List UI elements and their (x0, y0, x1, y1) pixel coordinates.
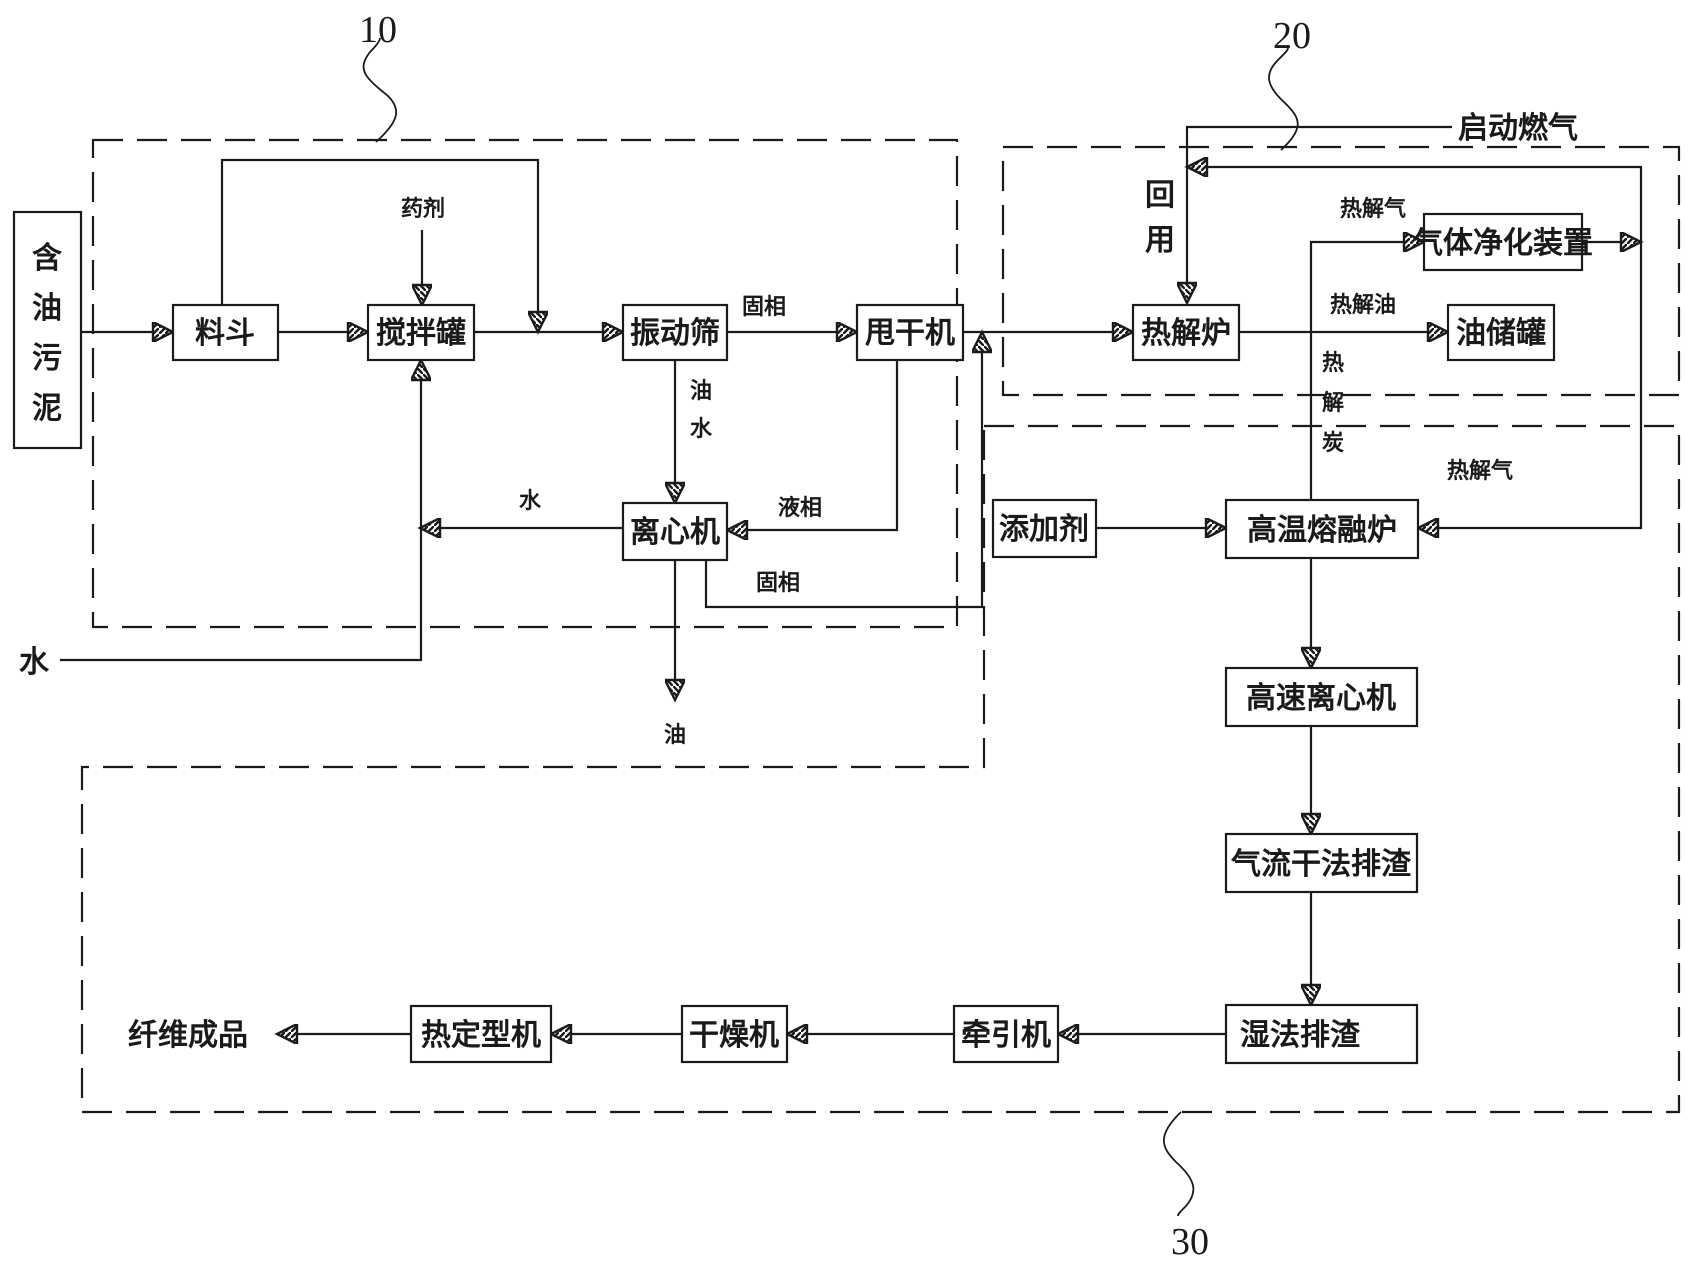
sludge-char-1: 含 (32, 241, 63, 276)
sludge-input-box: 含 油 污 泥 (12, 210, 83, 450)
label-chemicals: 药剂 (401, 196, 445, 222)
svg-text:湿法排渣: 湿法排渣 (1240, 1018, 1361, 1053)
oil-storage-box: 油储罐 (1446, 303, 1556, 362)
flow-pyrogas-to-purifier (1309, 242, 1424, 518)
svg-text:油储罐: 油储罐 (1456, 316, 1546, 351)
zone-20-boundary (1001, 145, 1681, 397)
flow-hopper-bypass (220, 158, 538, 332)
label-pyro-char-3: 炭 (1322, 430, 1344, 456)
flow-centrifuge-solid (704, 332, 982, 609)
label-pyro-char-2: 解 (1322, 390, 1344, 416)
tractor-box: 牵引机 (952, 1004, 1060, 1064)
zone-10-boundary (91, 138, 959, 629)
zone-30-boundary (80, 424, 1681, 1114)
label-liquid: 液相 (778, 495, 822, 521)
label-oil-water-2: 水 (690, 417, 713, 442)
wet-slag-box: 湿法排渣 (1224, 1003, 1419, 1065)
label-pyro-oil: 热解油 (1330, 292, 1396, 318)
svg-text:高温熔融炉: 高温熔融炉 (1247, 513, 1397, 548)
svg-text:料斗: 料斗 (195, 316, 255, 351)
ref-numeral-10: 10 (359, 9, 397, 51)
sludge-char-3: 污 (32, 341, 62, 376)
svg-text:高速离心机: 高速离心机 (1246, 681, 1396, 716)
label-reuse-1: 回 (1145, 178, 1175, 213)
label-oil-water-1: 油 (690, 379, 712, 404)
ref-30-leader (1163, 1111, 1195, 1217)
svg-text:热解炉: 热解炉 (1141, 316, 1231, 351)
svg-text:离心机: 离心机 (630, 515, 720, 550)
heat-setting-box: 热定型机 (409, 1004, 553, 1064)
svg-text:搅拌罐: 搅拌罐 (376, 316, 466, 351)
additive-box: 添加剂 (991, 498, 1098, 559)
svg-text:热定型机: 热定型机 (421, 1018, 541, 1053)
flow-pyrogas-to-melting (1418, 242, 1643, 528)
ref-20-leader (1268, 47, 1299, 151)
svg-text:振动筛: 振动筛 (630, 316, 720, 351)
centrifuge-box: 离心机 (621, 501, 729, 562)
label-pyro-char-1: 热 (1322, 350, 1344, 376)
svg-text:甩干机: 甩干机 (865, 316, 955, 351)
flow-water-to-mixer (60, 360, 421, 662)
ref-numeral-20: 20 (1273, 15, 1311, 57)
pyrolysis-furnace-box: 热解炉 (1131, 303, 1241, 362)
label-product: 纤维成品 (128, 1018, 248, 1053)
sludge-char-4: 泥 (32, 391, 62, 426)
label-pyro-gas-1: 热解气 (1340, 196, 1406, 222)
label-pyro-gas-2: 热解气 (1447, 458, 1513, 484)
spin-dryer-box: 甩干机 (855, 303, 965, 362)
mixer-box: 搅拌罐 (366, 303, 476, 362)
gas-purifier-box: 气体净化装置 (1413, 212, 1593, 272)
hopper-box: 料斗 (171, 303, 280, 362)
vibrating-screen-box: 振动筛 (621, 303, 729, 362)
label-solid-1: 固相 (742, 295, 786, 320)
ref-numeral-30: 30 (1171, 1221, 1209, 1263)
melting-furnace-box: 高温熔融炉 (1224, 498, 1420, 560)
label-water-in: 水 (19, 645, 50, 680)
svg-text:牵引机: 牵引机 (961, 1018, 1051, 1053)
label-solid-2: 固相 (756, 571, 800, 596)
dryer-box: 干燥机 (680, 1004, 789, 1064)
flow-startgas-to-pyrolysis (1187, 125, 1452, 303)
high-speed-centrifuge-box: 高速离心机 (1224, 666, 1419, 728)
svg-text:气体净化装置: 气体净化装置 (1413, 226, 1593, 261)
svg-text:干燥机: 干燥机 (689, 1018, 779, 1053)
label-water-return: 水 (519, 489, 542, 514)
label-oil-out: 油 (664, 723, 686, 748)
flow-spindryer-to-centrifuge (727, 360, 899, 530)
airflow-dry-slag-box: 气流干法排渣 (1224, 832, 1419, 894)
label-start-gas: 启动燃气 (1458, 111, 1578, 146)
sludge-char-2: 油 (32, 291, 62, 326)
label-reuse-2: 用 (1145, 223, 1175, 258)
connectors (60, 125, 1643, 1034)
svg-text:气流干法排渣: 气流干法排渣 (1231, 847, 1412, 882)
ref-10-leader (362, 37, 398, 143)
svg-text:添加剂: 添加剂 (999, 512, 1089, 547)
